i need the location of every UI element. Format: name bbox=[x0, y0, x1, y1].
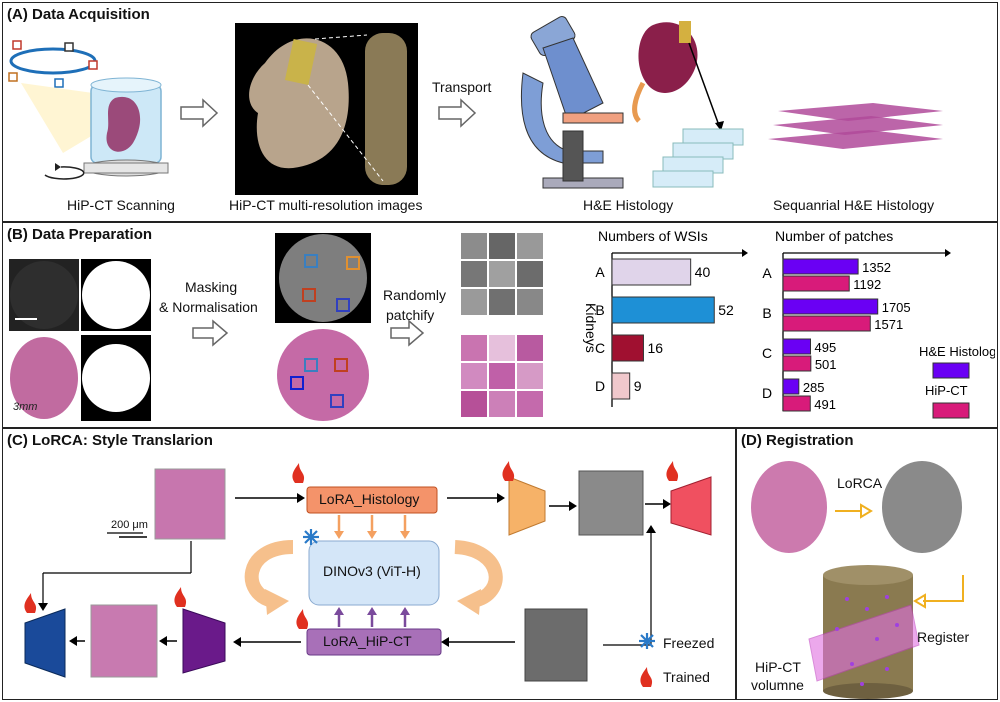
bar-he bbox=[782, 378, 800, 395]
tick-label: D bbox=[762, 385, 772, 401]
microscope-icon bbox=[520, 16, 624, 189]
axis-arrow-icon bbox=[945, 249, 951, 257]
data-label: 52 bbox=[718, 302, 734, 318]
legend-trained: Trained bbox=[663, 669, 710, 685]
scale-3mm: 3mm bbox=[13, 401, 38, 413]
arrow-icon bbox=[180, 98, 219, 128]
kidney-icon bbox=[632, 21, 724, 132]
data-label: 501 bbox=[815, 357, 837, 372]
panel-registration: (D) Registration LoRCA Register HiP-CT v bbox=[736, 428, 998, 700]
panel-b-title: (B) Data Preparation bbox=[7, 226, 153, 243]
lora-histology-label: LoRA_Histology bbox=[319, 491, 420, 507]
transport-arrow-icon bbox=[438, 98, 477, 128]
bar bbox=[611, 372, 631, 400]
hist-decoder-shape bbox=[508, 476, 546, 536]
bar bbox=[611, 296, 715, 324]
ct-discriminator-shape bbox=[670, 476, 712, 536]
panel-c-title: (C) LoRCA: Style Translarion bbox=[7, 432, 213, 449]
scale-200um: 200 μm bbox=[111, 519, 148, 531]
label-hipct-scanning: HiP-CT Scanning bbox=[67, 197, 175, 213]
tick-label: C bbox=[762, 345, 772, 361]
patchify-arrow-icon bbox=[390, 319, 425, 347]
label-he-histology: H&E Histology bbox=[583, 197, 674, 213]
hist-discriminator-shape bbox=[24, 608, 66, 678]
panel-data-acquisition: (A) Data Acquisition bbox=[2, 2, 998, 222]
bar-hipct bbox=[782, 275, 850, 292]
y-axis-label: Kidneys bbox=[583, 303, 599, 353]
data-label: 1352 bbox=[862, 260, 891, 275]
lora-hipct-label: LoRA_HiP-CT bbox=[323, 633, 412, 649]
panel-d-title: (D) Registration bbox=[741, 432, 854, 449]
chart-title: Numbers of WSIs bbox=[598, 228, 708, 244]
label-transport: Transport bbox=[432, 79, 492, 95]
scanner-ring-icon bbox=[8, 40, 113, 153]
label-patchify-2: patchify bbox=[386, 307, 435, 323]
data-label: 1571 bbox=[874, 317, 903, 332]
data-label: 1192 bbox=[853, 277, 881, 292]
bar-he bbox=[782, 258, 859, 275]
tick-label: A bbox=[595, 264, 605, 280]
data-label: 1705 bbox=[882, 300, 911, 315]
tick-label: B bbox=[762, 305, 771, 321]
panel-b-illustrations bbox=[9, 233, 543, 421]
bar bbox=[611, 258, 692, 286]
axis-arrow-icon bbox=[742, 249, 748, 257]
histology-patches-grid bbox=[461, 335, 543, 417]
sample-jar-icon bbox=[44, 77, 169, 180]
panel-a-illustrations bbox=[8, 16, 943, 195]
panel-d-diagram bbox=[749, 459, 969, 699]
flame-icon bbox=[24, 461, 679, 687]
bar-hipct bbox=[782, 395, 811, 412]
snowflake-icon bbox=[303, 529, 655, 649]
dino-label: DINOv3 (ViT-H) bbox=[323, 563, 421, 579]
legend-freezed: Freezed bbox=[663, 635, 715, 651]
tick-label: C bbox=[595, 340, 605, 356]
label-hipct-volume-1: HiP-CT bbox=[755, 659, 801, 675]
tick-label: B bbox=[595, 302, 604, 318]
label-multires-images: HiP-CT multi-resolution images bbox=[229, 197, 423, 213]
panel-a-title: (A) Data Acquisition bbox=[7, 6, 150, 23]
bar bbox=[611, 334, 644, 362]
panel-data-preparation: (B) Data Preparation bbox=[2, 222, 998, 428]
legend-swatch-hipct bbox=[932, 402, 970, 419]
masking-arrow-icon bbox=[192, 319, 229, 347]
label-lorca: LoRCA bbox=[837, 475, 883, 491]
legend-swatch-he bbox=[932, 362, 970, 379]
bar-hipct bbox=[782, 315, 871, 332]
tick-label: A bbox=[762, 265, 772, 281]
label-masking: Masking bbox=[185, 279, 238, 295]
stacked-slices-icon bbox=[768, 103, 943, 149]
label-normalisation: & Normalisation bbox=[159, 299, 258, 315]
data-label: 285 bbox=[803, 380, 825, 395]
label-hipct-volume-2: volumne bbox=[751, 677, 804, 693]
hipct-patches-grid bbox=[461, 233, 543, 315]
dino-backbone-box bbox=[308, 540, 440, 606]
label-register: Register bbox=[917, 629, 970, 645]
data-label: 495 bbox=[815, 340, 837, 355]
bar-he bbox=[782, 298, 879, 315]
panel-lorca-style-translation: (C) LoRCA: Style Translarion bbox=[2, 428, 736, 700]
label-patchify-1: Randomly bbox=[383, 287, 447, 303]
hipct-decoder-shape bbox=[182, 608, 226, 674]
lora-histology-box bbox=[306, 486, 438, 514]
data-label: 491 bbox=[814, 397, 836, 412]
slides-icon bbox=[652, 128, 744, 188]
legend-label-hipct: HiP-CT bbox=[925, 383, 968, 398]
data-label: 16 bbox=[647, 340, 663, 356]
tick-label: D bbox=[595, 378, 605, 394]
chart-title: Number of patches bbox=[775, 228, 893, 244]
legend-label-he: H&E Histology bbox=[919, 344, 995, 359]
data-label: 40 bbox=[695, 264, 711, 280]
label-sequential-he: Sequanrial H&E Histology bbox=[773, 197, 935, 213]
bar-he bbox=[782, 338, 811, 355]
bar-hipct bbox=[782, 355, 812, 372]
panel-c-diagram bbox=[24, 461, 712, 687]
data-label: 9 bbox=[634, 378, 642, 394]
